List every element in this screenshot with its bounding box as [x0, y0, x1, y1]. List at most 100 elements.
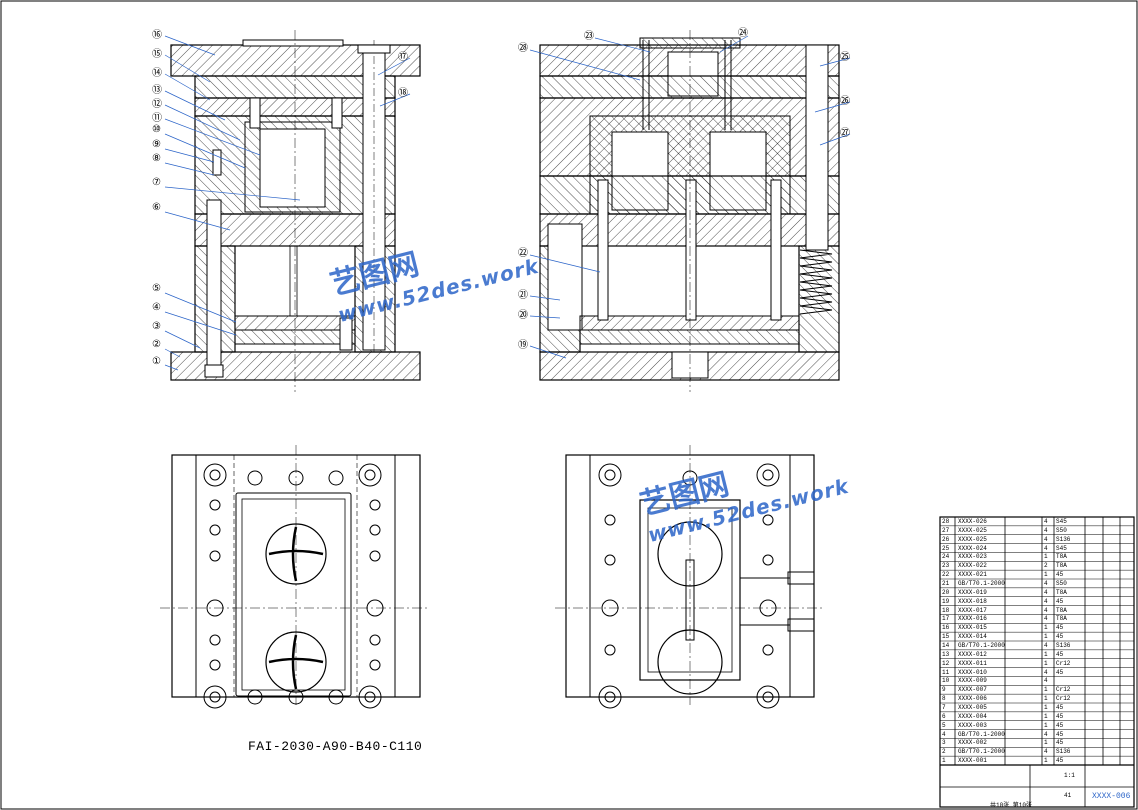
- callout-number: ㉘: [518, 44, 529, 55]
- bom-cell-code: XXXX-025: [958, 535, 987, 543]
- bom-cell-code: XXXX-025: [958, 526, 987, 534]
- bom-cell-code: XXXX-005: [958, 704, 987, 711]
- bom-cell-mat: T8A: [1056, 553, 1067, 561]
- callout-number: ⑱: [398, 89, 409, 100]
- bom-cell-no: 12: [942, 659, 950, 667]
- callout-leaders-left: [164, 35, 411, 371]
- bom-cell-mat: S50: [1056, 526, 1067, 534]
- bom-cell-code: XXXX-021: [958, 571, 987, 579]
- bom-cell-no: 13: [942, 650, 950, 658]
- bom-cell-no: 18: [942, 606, 950, 614]
- bom-cell-mat: 45: [1056, 721, 1064, 729]
- bom-cell-qty: 1: [1044, 650, 1048, 658]
- bom-cell-qty: 4: [1044, 588, 1048, 596]
- callout-number: ㉓: [584, 32, 595, 43]
- callout-number: ⑯: [152, 31, 163, 42]
- bom-cell-no: 1: [942, 757, 946, 765]
- bom-cell-code: XXXX-014: [958, 633, 987, 641]
- bom-cell-code: XXXX-017: [958, 606, 987, 614]
- bom-cell-mat: S45: [1056, 518, 1067, 525]
- bom-cell-no: 26: [942, 535, 950, 543]
- bom-cell-code: GB/T70.1-2000: [958, 730, 1005, 738]
- bom-cell-no: 14: [942, 642, 950, 649]
- bom-cell-mat: Cr12: [1056, 659, 1071, 667]
- bom-cell-qty: 4: [1044, 535, 1048, 543]
- callout-number: ㉕: [840, 53, 851, 64]
- bom-cell-code: XXXX-019: [958, 588, 987, 596]
- callout-number: ⑦: [152, 178, 162, 189]
- bom-cell-no: 10: [942, 677, 950, 685]
- callout-number: ㉔: [738, 29, 749, 40]
- bom-cell-no: 16: [942, 624, 950, 632]
- callout-number: ⑤: [152, 284, 162, 295]
- bom-cell-qty: 4: [1044, 597, 1048, 605]
- bom-cell-mat: 45: [1056, 668, 1064, 676]
- bom-cell-code: XXXX-003: [958, 721, 987, 729]
- bom-cell-code: XXXX-004: [958, 712, 987, 720]
- sheet-info: 共10张 第10张: [990, 802, 1033, 809]
- callout-number: ⑨: [152, 140, 162, 151]
- plan1-holes: [203, 463, 384, 709]
- bom-cell-mat: 45: [1056, 571, 1064, 579]
- bom-cell-mat: 45: [1056, 730, 1064, 738]
- bom-cell-no: 24: [942, 553, 950, 561]
- bom-cell-qty: 4: [1044, 730, 1048, 738]
- bom-cell-mat: S136: [1056, 748, 1071, 756]
- bom-cell-mat: T8A: [1056, 588, 1067, 596]
- bom-cell-no: 7: [942, 704, 946, 711]
- bom-cell-qty: 2: [1044, 562, 1048, 570]
- bom-cell-code: XXXX-010: [958, 668, 987, 676]
- plan-view-moving-half: [160, 445, 430, 705]
- callout-number: ⑮: [152, 50, 163, 61]
- bom-cell-no: 4: [942, 730, 946, 738]
- bom-cell-code: GB/T70.1-2000: [958, 580, 1005, 587]
- bom-cell-qty: 4: [1044, 518, 1048, 525]
- bom-cell-qty: 4: [1044, 615, 1048, 623]
- bom-cell-mat: T8A: [1056, 606, 1067, 614]
- callout-number: ㉒: [518, 249, 529, 260]
- bom-cell-qty: 4: [1044, 544, 1048, 552]
- callout-number: ⑪: [152, 114, 163, 125]
- bom-cell-code: XXXX-023: [958, 553, 987, 561]
- bom-cell-mat: S136: [1056, 642, 1071, 649]
- bom-cell-qty: 1: [1044, 553, 1048, 561]
- bom-cell-qty: 1: [1044, 695, 1048, 703]
- bom-cell-qty: 4: [1044, 677, 1048, 685]
- bom-cell-no: 25: [942, 544, 950, 552]
- bom-cell-qty: 1: [1044, 686, 1048, 694]
- callout-number: ⑭: [152, 69, 163, 80]
- section-view-a: [170, 30, 421, 392]
- bom-cell-qty: 4: [1044, 748, 1048, 756]
- bom-cell-qty: 1: [1044, 704, 1048, 711]
- bom-cell-qty: 1: [1044, 712, 1048, 720]
- bom-cell-no: 28: [942, 518, 950, 525]
- bom-row-lines: [940, 525, 1134, 766]
- bom-cell-no: 19: [942, 597, 950, 605]
- callout-number: ⑲: [518, 341, 529, 352]
- bom-cell-qty: 1: [1044, 757, 1048, 765]
- bom-cell-code: XXXX-022: [958, 562, 987, 570]
- bom-cell-qty: 4: [1044, 668, 1048, 676]
- bom-cell-mat: 45: [1056, 633, 1064, 641]
- bom-cell-code: XXXX-007: [958, 686, 987, 694]
- bom-cell-qty: 4: [1044, 580, 1048, 587]
- callout-number: ⑫: [152, 100, 163, 111]
- bom-cell-code: XXXX-006: [958, 695, 987, 703]
- bom-cell-no: 8: [942, 695, 946, 703]
- bom-cell-mat: T8A: [1056, 562, 1067, 570]
- bom-cell-mat: T8A: [1056, 615, 1067, 623]
- bom-cell-mat: 45: [1056, 650, 1064, 658]
- bom-cell-no: 2: [942, 748, 946, 756]
- bom-cell-no: 21: [942, 580, 950, 587]
- callout-number: ⑰: [398, 53, 409, 64]
- bom-cell-code: XXXX-015: [958, 624, 987, 632]
- bom-cell-no: 27: [942, 526, 950, 534]
- plan2-holes: [598, 463, 780, 709]
- callout-number: ④: [152, 303, 162, 314]
- bom-cell-qty: 1: [1044, 633, 1048, 641]
- bom-cell-mat: Cr12: [1056, 686, 1071, 694]
- bom-cell-mat: Cr12: [1056, 695, 1071, 703]
- bom-cell-no: 15: [942, 633, 950, 641]
- bom-cell-mat: 45: [1056, 757, 1064, 765]
- bom-cell-qty: 1: [1044, 571, 1048, 579]
